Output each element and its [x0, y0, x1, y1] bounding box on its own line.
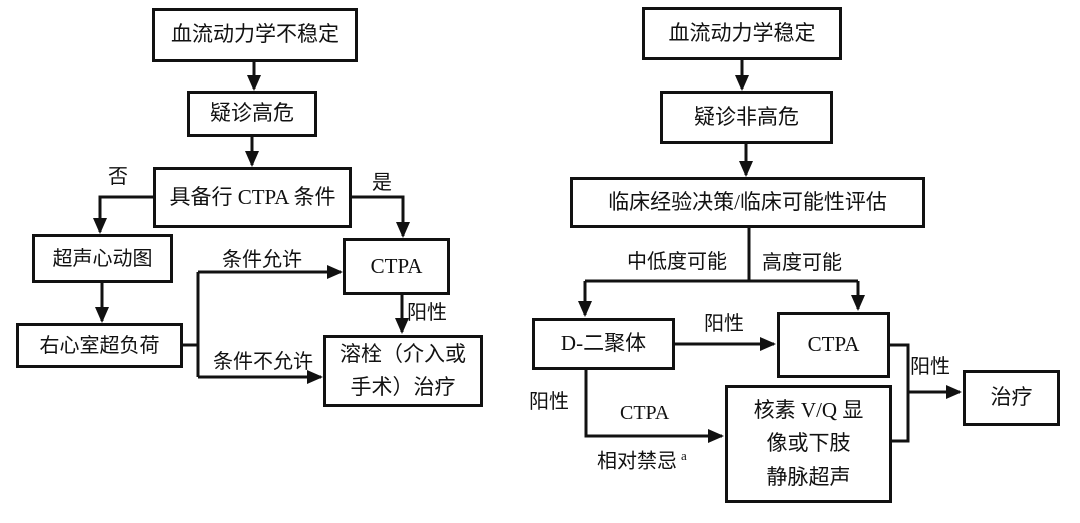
node-suspected-high-risk: 疑诊高危 [187, 91, 317, 137]
node-d-dimer: D-二聚体 [532, 318, 675, 370]
edge-label-no: 否 [108, 166, 128, 188]
node-ctpa-right: CTPA [777, 312, 890, 378]
edge-label-footnote-a: a [681, 448, 687, 463]
node-vq-scan-line1: 核素 V/Q 显 [753, 397, 864, 422]
node-vq-scan: 核素 V/Q 显 像或下肢 静脉超声 [725, 385, 892, 503]
edge-label-relative-contraindication: 相对禁忌 a [597, 448, 687, 473]
edge-label-relative-contraindication-text: 相对禁忌 [597, 450, 677, 473]
node-thrombolysis: 溶栓（介入或 手术）治疗 [323, 335, 483, 407]
node-vq-scan-line3: 静脉超声 [766, 464, 851, 489]
node-echocardiography: 超声心动图 [32, 234, 173, 283]
edge-label-positive-down: 阳性 [529, 391, 569, 413]
node-hemodynamically-stable: 血流动力学稳定 [642, 7, 842, 60]
node-ctpa-feasible: 具备行 CTPA 条件 [153, 167, 352, 228]
node-hemodynamically-unstable: 血流动力学不稳定 [152, 8, 358, 62]
edge-label-high-probability: 高度可能 [762, 252, 842, 274]
node-rv-overload: 右心室超负荷 [16, 323, 183, 368]
arrow-ddimer-to-vqscan [584, 370, 724, 443]
edge-label-positive-to-treatment: 阳性 [910, 356, 950, 378]
edge-label-condition-allows: 条件允许 [222, 249, 302, 271]
node-ctpa-left: CTPA [343, 238, 450, 295]
edge-label-positive-left: 阳性 [407, 302, 447, 324]
node-thrombolysis-line1: 溶栓（介入或 [340, 342, 466, 367]
node-vq-scan-line2: 像或下肢 [766, 431, 851, 456]
edge-label-ctpa-contraindicated: CTPA [620, 402, 670, 424]
line-ctpa-vq-bracket [890, 343, 910, 443]
edge-label-yes: 是 [372, 172, 392, 194]
edge-label-condition-not-allows: 条件不允许 [213, 351, 313, 373]
node-clinical-assessment: 临床经验决策/临床可能性评估 [570, 177, 925, 228]
arrow-no-to-echo [93, 195, 153, 234]
edge-label-low-mid-probability: 中低度可能 [627, 251, 727, 273]
edge-label-positive-to-ctpa: 阳性 [704, 313, 744, 335]
node-suspected-non-high-risk: 疑诊非高危 [660, 91, 833, 144]
arrow-yes-to-ctpa [352, 195, 410, 238]
node-treatment: 治疗 [963, 370, 1060, 426]
node-thrombolysis-line2: 手术）治疗 [350, 375, 456, 399]
